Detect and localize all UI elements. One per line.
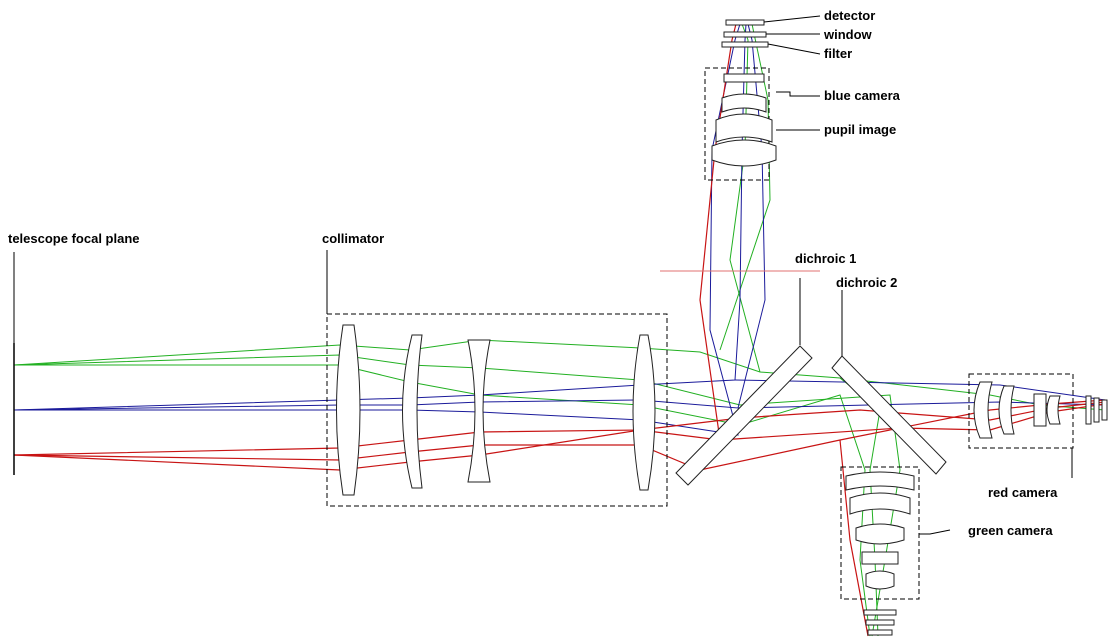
red-filter xyxy=(1085,395,1092,425)
green-window xyxy=(865,619,895,626)
blue-camera: detector window filter blue camera pupil… xyxy=(704,8,901,181)
green-detector xyxy=(867,629,893,636)
collimator-lens-2 xyxy=(402,334,423,489)
collimator-lens-3 xyxy=(467,339,491,483)
collimator-lens-4 xyxy=(632,334,656,491)
green-camera-lens-5 xyxy=(865,570,895,590)
green-camera: green camera xyxy=(840,466,1053,636)
green-filter xyxy=(863,609,897,616)
dichroic-2-plate xyxy=(831,355,947,475)
detector-label: detector xyxy=(824,8,875,23)
collimator-lens-1 xyxy=(336,324,361,496)
collimator-label: collimator xyxy=(322,231,384,246)
red-camera-box xyxy=(968,373,1074,449)
filter-label: filter xyxy=(824,46,852,61)
red-camera-lens-1 xyxy=(973,381,993,439)
pupil-image-label: pupil image xyxy=(824,122,896,137)
telescope-focal-plane: telescope focal plane xyxy=(8,231,140,475)
green-camera-lens-4 xyxy=(861,551,899,565)
green-camera-box xyxy=(840,466,920,600)
blue-camera-lens-1 xyxy=(723,73,765,83)
red-camera-lens-3 xyxy=(1033,393,1047,427)
dichroic-1: dichroic 1 xyxy=(660,251,856,486)
green-camera-lens-3 xyxy=(855,523,905,545)
collimator: collimator xyxy=(322,231,668,507)
blue-camera-label: blue camera xyxy=(824,88,901,103)
blue-camera-lens-2 xyxy=(721,93,767,113)
green-rays xyxy=(13,23,1106,637)
blue-camera-lens-3 xyxy=(715,113,773,143)
blue-rays xyxy=(13,23,1106,436)
green-camera-lens-1 xyxy=(845,471,915,491)
collimator-box xyxy=(326,313,668,507)
blue-detector xyxy=(725,19,765,26)
dichroic-1-plate xyxy=(675,345,813,486)
red-camera-label: red camera xyxy=(988,485,1058,500)
ray-bundles xyxy=(13,23,1106,637)
telescope-focal-plane-label: telescope focal plane xyxy=(8,231,140,246)
red-window xyxy=(1093,397,1100,423)
red-camera-lens-2 xyxy=(998,385,1015,435)
green-camera-label: green camera xyxy=(968,523,1053,538)
window-label: window xyxy=(823,27,873,42)
green-camera-lens-2 xyxy=(849,492,911,515)
blue-window xyxy=(723,31,767,38)
dichroic-2: dichroic 2 xyxy=(831,275,947,475)
red-rays xyxy=(13,23,1106,637)
dichroic-1-label: dichroic 1 xyxy=(795,251,856,266)
red-camera-lens-4 xyxy=(1046,395,1061,425)
red-detector xyxy=(1101,399,1108,421)
blue-camera-lens-4 xyxy=(711,139,777,167)
red-camera: red camera xyxy=(968,373,1108,500)
blue-filter xyxy=(721,41,769,48)
dichroic-2-label: dichroic 2 xyxy=(836,275,897,290)
